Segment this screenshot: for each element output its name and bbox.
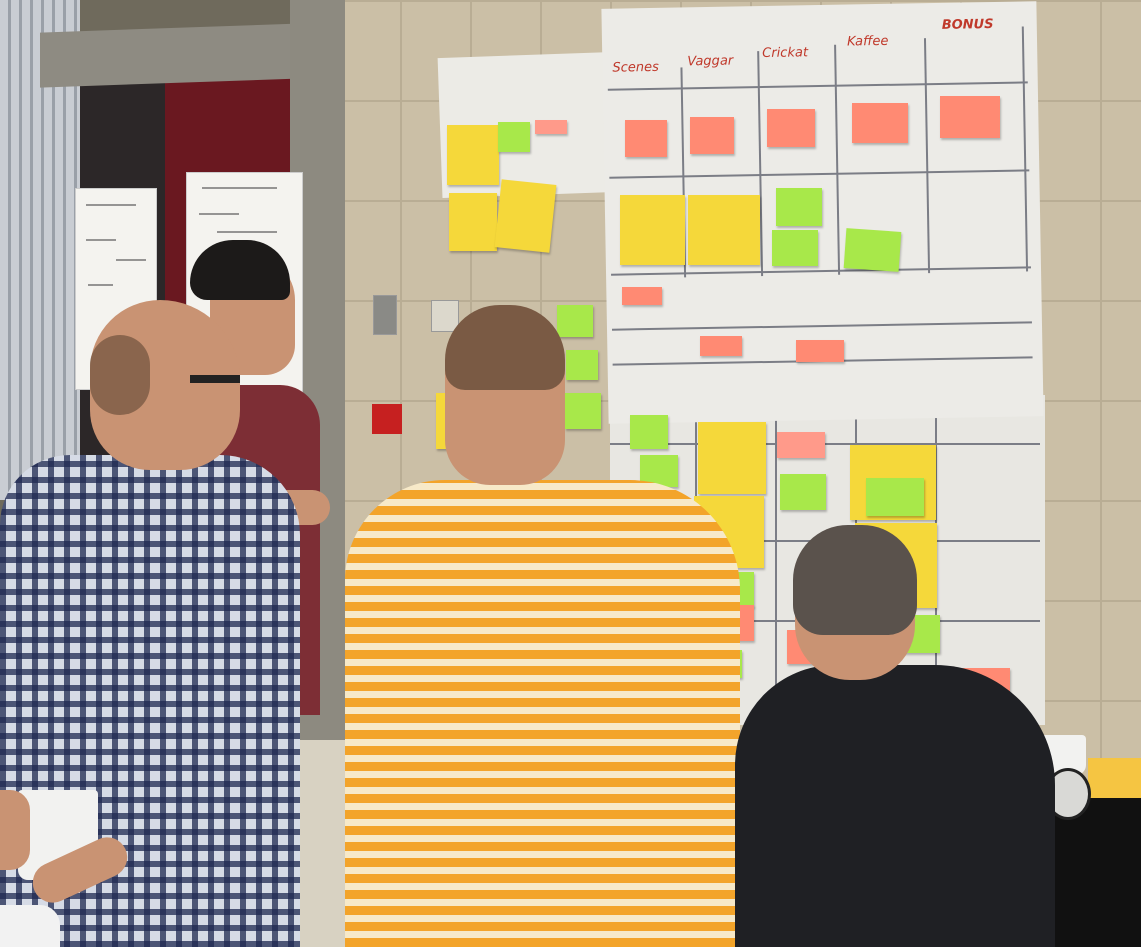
sticky-note [777, 432, 825, 458]
sticky-note [630, 415, 668, 449]
sticky-note [688, 195, 760, 265]
sticky-note [498, 122, 530, 152]
sticky-note [447, 125, 499, 185]
column-header-kaffee: Kaffee [846, 33, 889, 50]
sticky-note [843, 228, 902, 272]
sticky-note [780, 474, 826, 510]
column-header-scenes: Scenes [612, 59, 659, 76]
sticky-note [772, 230, 818, 266]
sticky-note [698, 422, 766, 494]
card-reader [373, 295, 397, 335]
sticky-note [494, 179, 557, 253]
fire-alarm [372, 404, 402, 434]
sticky-note [625, 120, 667, 157]
sticky-note [566, 350, 598, 380]
person-plaid-shirt [0, 295, 320, 947]
sticky-note [535, 120, 567, 134]
column-header-bonus: BONUS [941, 16, 994, 33]
sticky-note [852, 103, 908, 143]
person-striped-shirt [345, 305, 745, 947]
sticky-note [700, 336, 742, 356]
sticky-note [565, 393, 601, 429]
sticky-note [940, 96, 1000, 138]
glasses [190, 375, 240, 383]
sticky-note [776, 188, 822, 226]
sticky-note [796, 340, 844, 362]
sticky-note [767, 109, 815, 147]
sleeve [0, 905, 60, 947]
sticky-note [622, 287, 662, 305]
light-switch [431, 300, 459, 332]
hand [0, 790, 30, 870]
person-black-shirt [735, 525, 1060, 947]
sticky-note [557, 305, 593, 337]
sticky-pad [1088, 758, 1141, 798]
column-header-crickat: Crickat [762, 45, 809, 62]
sticky-note [620, 195, 685, 265]
column-header-vaggar: Vaggar [687, 53, 734, 70]
sticky-note [449, 193, 497, 251]
sticky-note [690, 117, 734, 154]
sticky-note [866, 478, 924, 516]
